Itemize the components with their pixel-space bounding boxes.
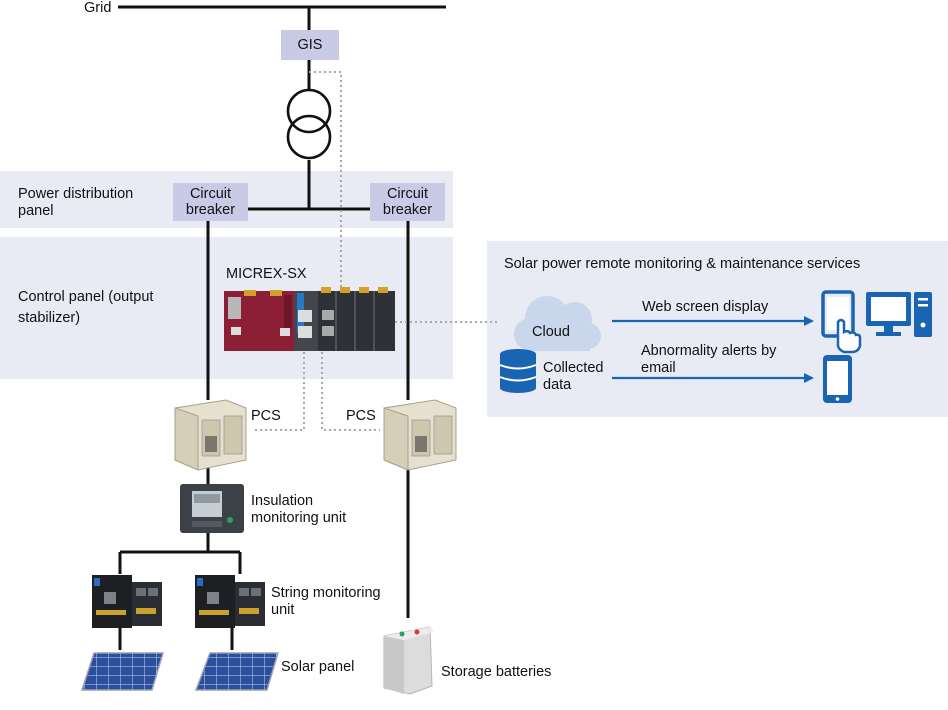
circuit-breaker-left-label: Circuit breaker	[185, 186, 236, 218]
insulation-monitoring-unit-label: Insulation monitoring unit	[251, 493, 347, 526]
gis-box: GIS	[281, 30, 339, 60]
solar-panel-label: Solar panel	[281, 659, 355, 675]
power-lines	[118, 5, 446, 650]
control-panel-label: Control panel (output stabilizer)	[18, 289, 154, 326]
transformer-icon	[286, 88, 332, 160]
circuit-breaker-left-box: Circuit breaker	[173, 183, 248, 221]
database-icon	[499, 349, 537, 393]
cloud-icon	[514, 296, 601, 351]
string-unit-right-icon	[195, 575, 265, 628]
circuit-breaker-right-label: Circuit breaker	[382, 186, 433, 218]
services-title: Solar power remote monitoring & maintena…	[504, 256, 861, 272]
pcs-right-icon	[383, 399, 457, 471]
pcs-left-icon	[174, 399, 247, 471]
battery-icon	[383, 626, 434, 695]
solar-panel-left-icon	[80, 652, 165, 691]
desktop-icon	[866, 292, 932, 337]
gis-label: GIS	[297, 37, 323, 53]
grid-label: Grid	[84, 0, 112, 16]
pointer-hand-icon	[836, 318, 862, 354]
web-screen-display-label: Web screen display	[642, 299, 769, 315]
cloud-label: Cloud	[532, 324, 570, 340]
micrex-label: MICREX-SX	[226, 266, 307, 282]
plc-icon	[224, 287, 395, 351]
solar-panel-right-icon	[194, 652, 280, 691]
collected-data-label: Collected data	[543, 360, 604, 393]
pcs-left-label: PCS	[251, 408, 281, 424]
power-distribution-panel-label: Power distribution panel	[18, 186, 134, 219]
abnormality-alerts-label: Abnormality alerts by email	[641, 343, 777, 376]
pcs-right-label: PCS	[346, 408, 376, 424]
smartphone-icon	[823, 355, 852, 403]
circuit-breaker-right-box: Circuit breaker	[370, 183, 445, 221]
string-monitoring-unit-label: String monitoring unit	[271, 585, 381, 618]
communication-lines	[252, 71, 500, 431]
service-arrows	[612, 316, 814, 383]
string-unit-left-icon	[92, 575, 162, 628]
storage-batteries-label: Storage batteries	[441, 664, 552, 680]
monitoring-unit-icon	[180, 484, 244, 533]
